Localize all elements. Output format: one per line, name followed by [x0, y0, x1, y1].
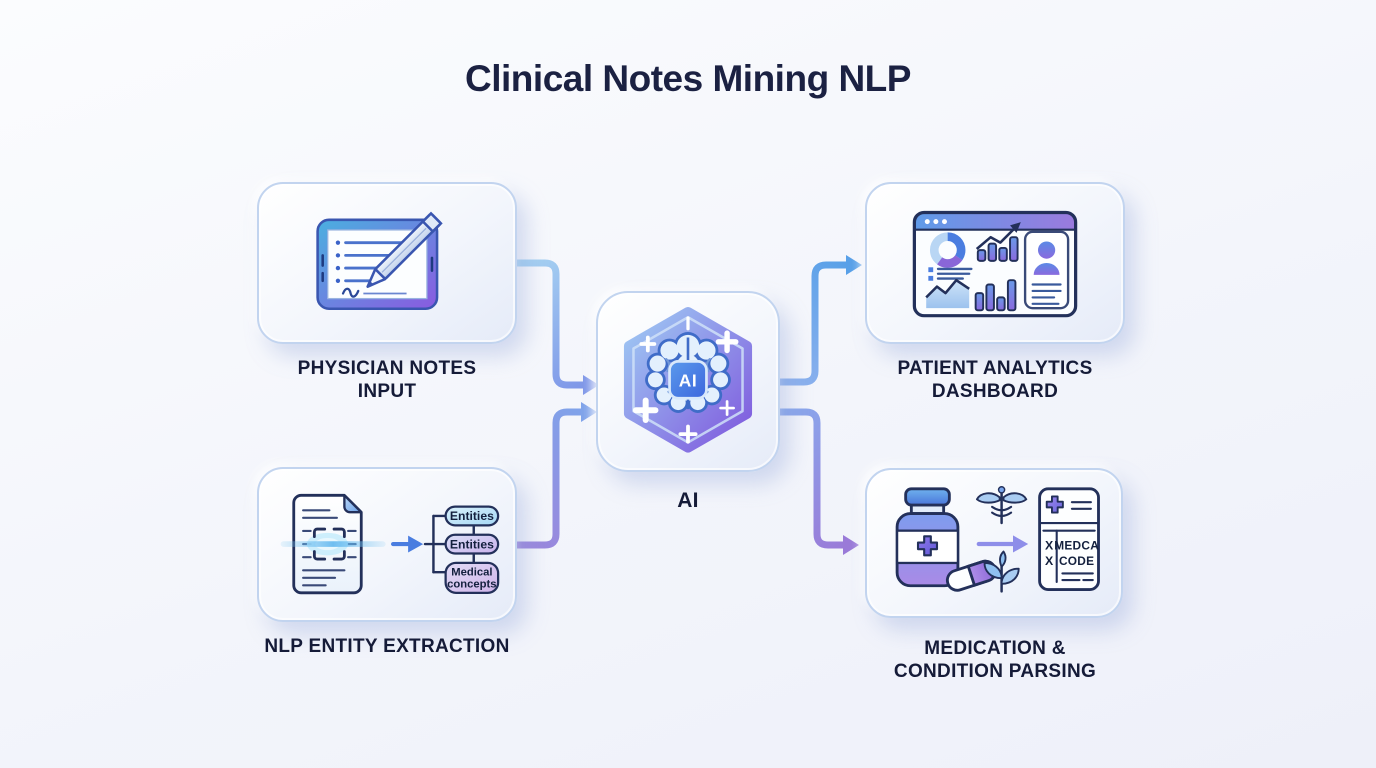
- nlp-entity-extraction-card: Entities Entities Medical concepts: [257, 467, 517, 622]
- arrow-ai-to-dashboard: [776, 261, 850, 386]
- bar-chart-trend-icon: [975, 222, 1021, 262]
- arrow-nlp-to-ai: [513, 408, 585, 549]
- ai-node-label: AI: [677, 489, 699, 512]
- nlp-entity-extraction-label: NLP ENTITY EXTRACTION: [264, 636, 510, 657]
- medical-concepts-pill-label: Medical: [451, 566, 492, 578]
- brain-ai-hexagon-icon: AI: [623, 306, 753, 453]
- medical-concepts-pill-label: concepts: [447, 578, 496, 590]
- diagram-title: Clinical Notes Mining NLP: [465, 58, 911, 99]
- line-chart-icon: [925, 278, 970, 309]
- arrowhead-icon: [581, 402, 597, 422]
- medication-parsing-label: MEDICATION & CONDITION PARSING: [893, 638, 1097, 683]
- medication-parsing-card: X X MEDCA CODE: [865, 468, 1123, 618]
- sparkle-plus-icon: [632, 315, 739, 444]
- ai-badge-text: AI: [679, 370, 697, 390]
- code-x-mark: X: [1045, 554, 1054, 568]
- caduceus-icon: [975, 486, 1028, 525]
- arrow-physician-to-ai: [513, 259, 587, 389]
- entity-pill-label: Entities: [449, 537, 493, 551]
- donut-chart-icon: [929, 232, 966, 268]
- arrowhead-icon: [843, 535, 859, 555]
- code-x-mark: X: [1045, 539, 1054, 553]
- ai-node-card: AI: [596, 291, 780, 472]
- medical-code-text: MEDCA: [1054, 539, 1099, 553]
- medication-bottle-icon: [895, 487, 960, 588]
- arrowhead-icon: [1013, 535, 1029, 553]
- arrow-ai-to-medication: [776, 408, 847, 549]
- analytics-dashboard-icon: [912, 210, 1078, 318]
- bullet-list-icon: [928, 267, 973, 281]
- medication-parsing-icon: X X MEDCA CODE: [895, 486, 1100, 593]
- tablet-pencil-icon: [315, 211, 443, 311]
- document-scan-icon: Entities Entities Medical concepts: [280, 493, 499, 594]
- patient-profile-icon: [1023, 230, 1070, 310]
- patient-analytics-label: PATIENT ANALYTICS DASHBOARD: [897, 358, 1093, 403]
- medical-code-text: CODE: [1059, 554, 1094, 568]
- physician-notes-card: [257, 182, 517, 344]
- bar-chart-icon: [974, 279, 1017, 312]
- plant-sprig-icon: [983, 550, 1020, 593]
- arrowhead-icon: [846, 255, 862, 275]
- medical-code-document-icon: X X MEDCA CODE: [1038, 487, 1100, 591]
- entity-pill-label: Entities: [449, 509, 493, 523]
- patient-analytics-card: [865, 182, 1125, 344]
- physician-notes-label: PHYSICIAN NOTES INPUT: [297, 358, 477, 403]
